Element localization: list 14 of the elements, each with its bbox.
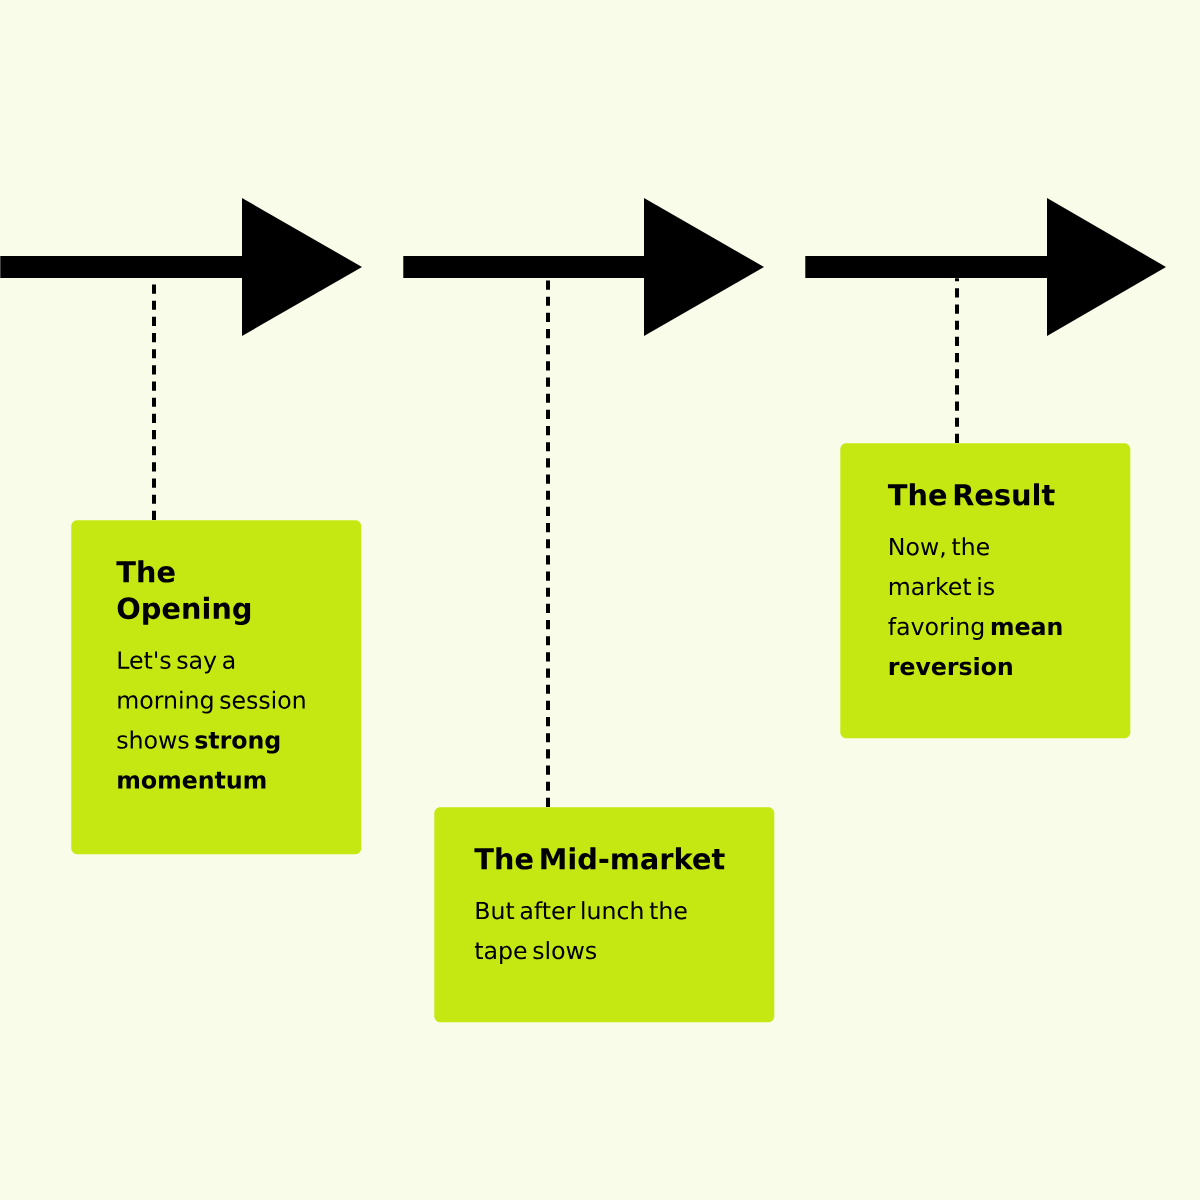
box-heading: The Mid-market — [474, 847, 725, 870]
timeline-segment — [403, 198, 764, 336]
body-text: But after lunch the tape slows — [474, 901, 687, 964]
text-box — [434, 807, 775, 1023]
body-text: Now, the market is favoring mean reversion — [888, 537, 1062, 676]
leader-line — [546, 278, 550, 807]
text-box — [71, 520, 362, 855]
text-box — [840, 443, 1131, 739]
timeline-segment — [0, 198, 362, 336]
body-text: Let's say a morning session shows strong momentum — [117, 651, 305, 789]
timeline-segment — [805, 198, 1166, 336]
leader-line — [955, 278, 959, 443]
box-heading: The Opening — [116, 560, 251, 625]
box-heading: The Result — [887, 483, 1055, 506]
